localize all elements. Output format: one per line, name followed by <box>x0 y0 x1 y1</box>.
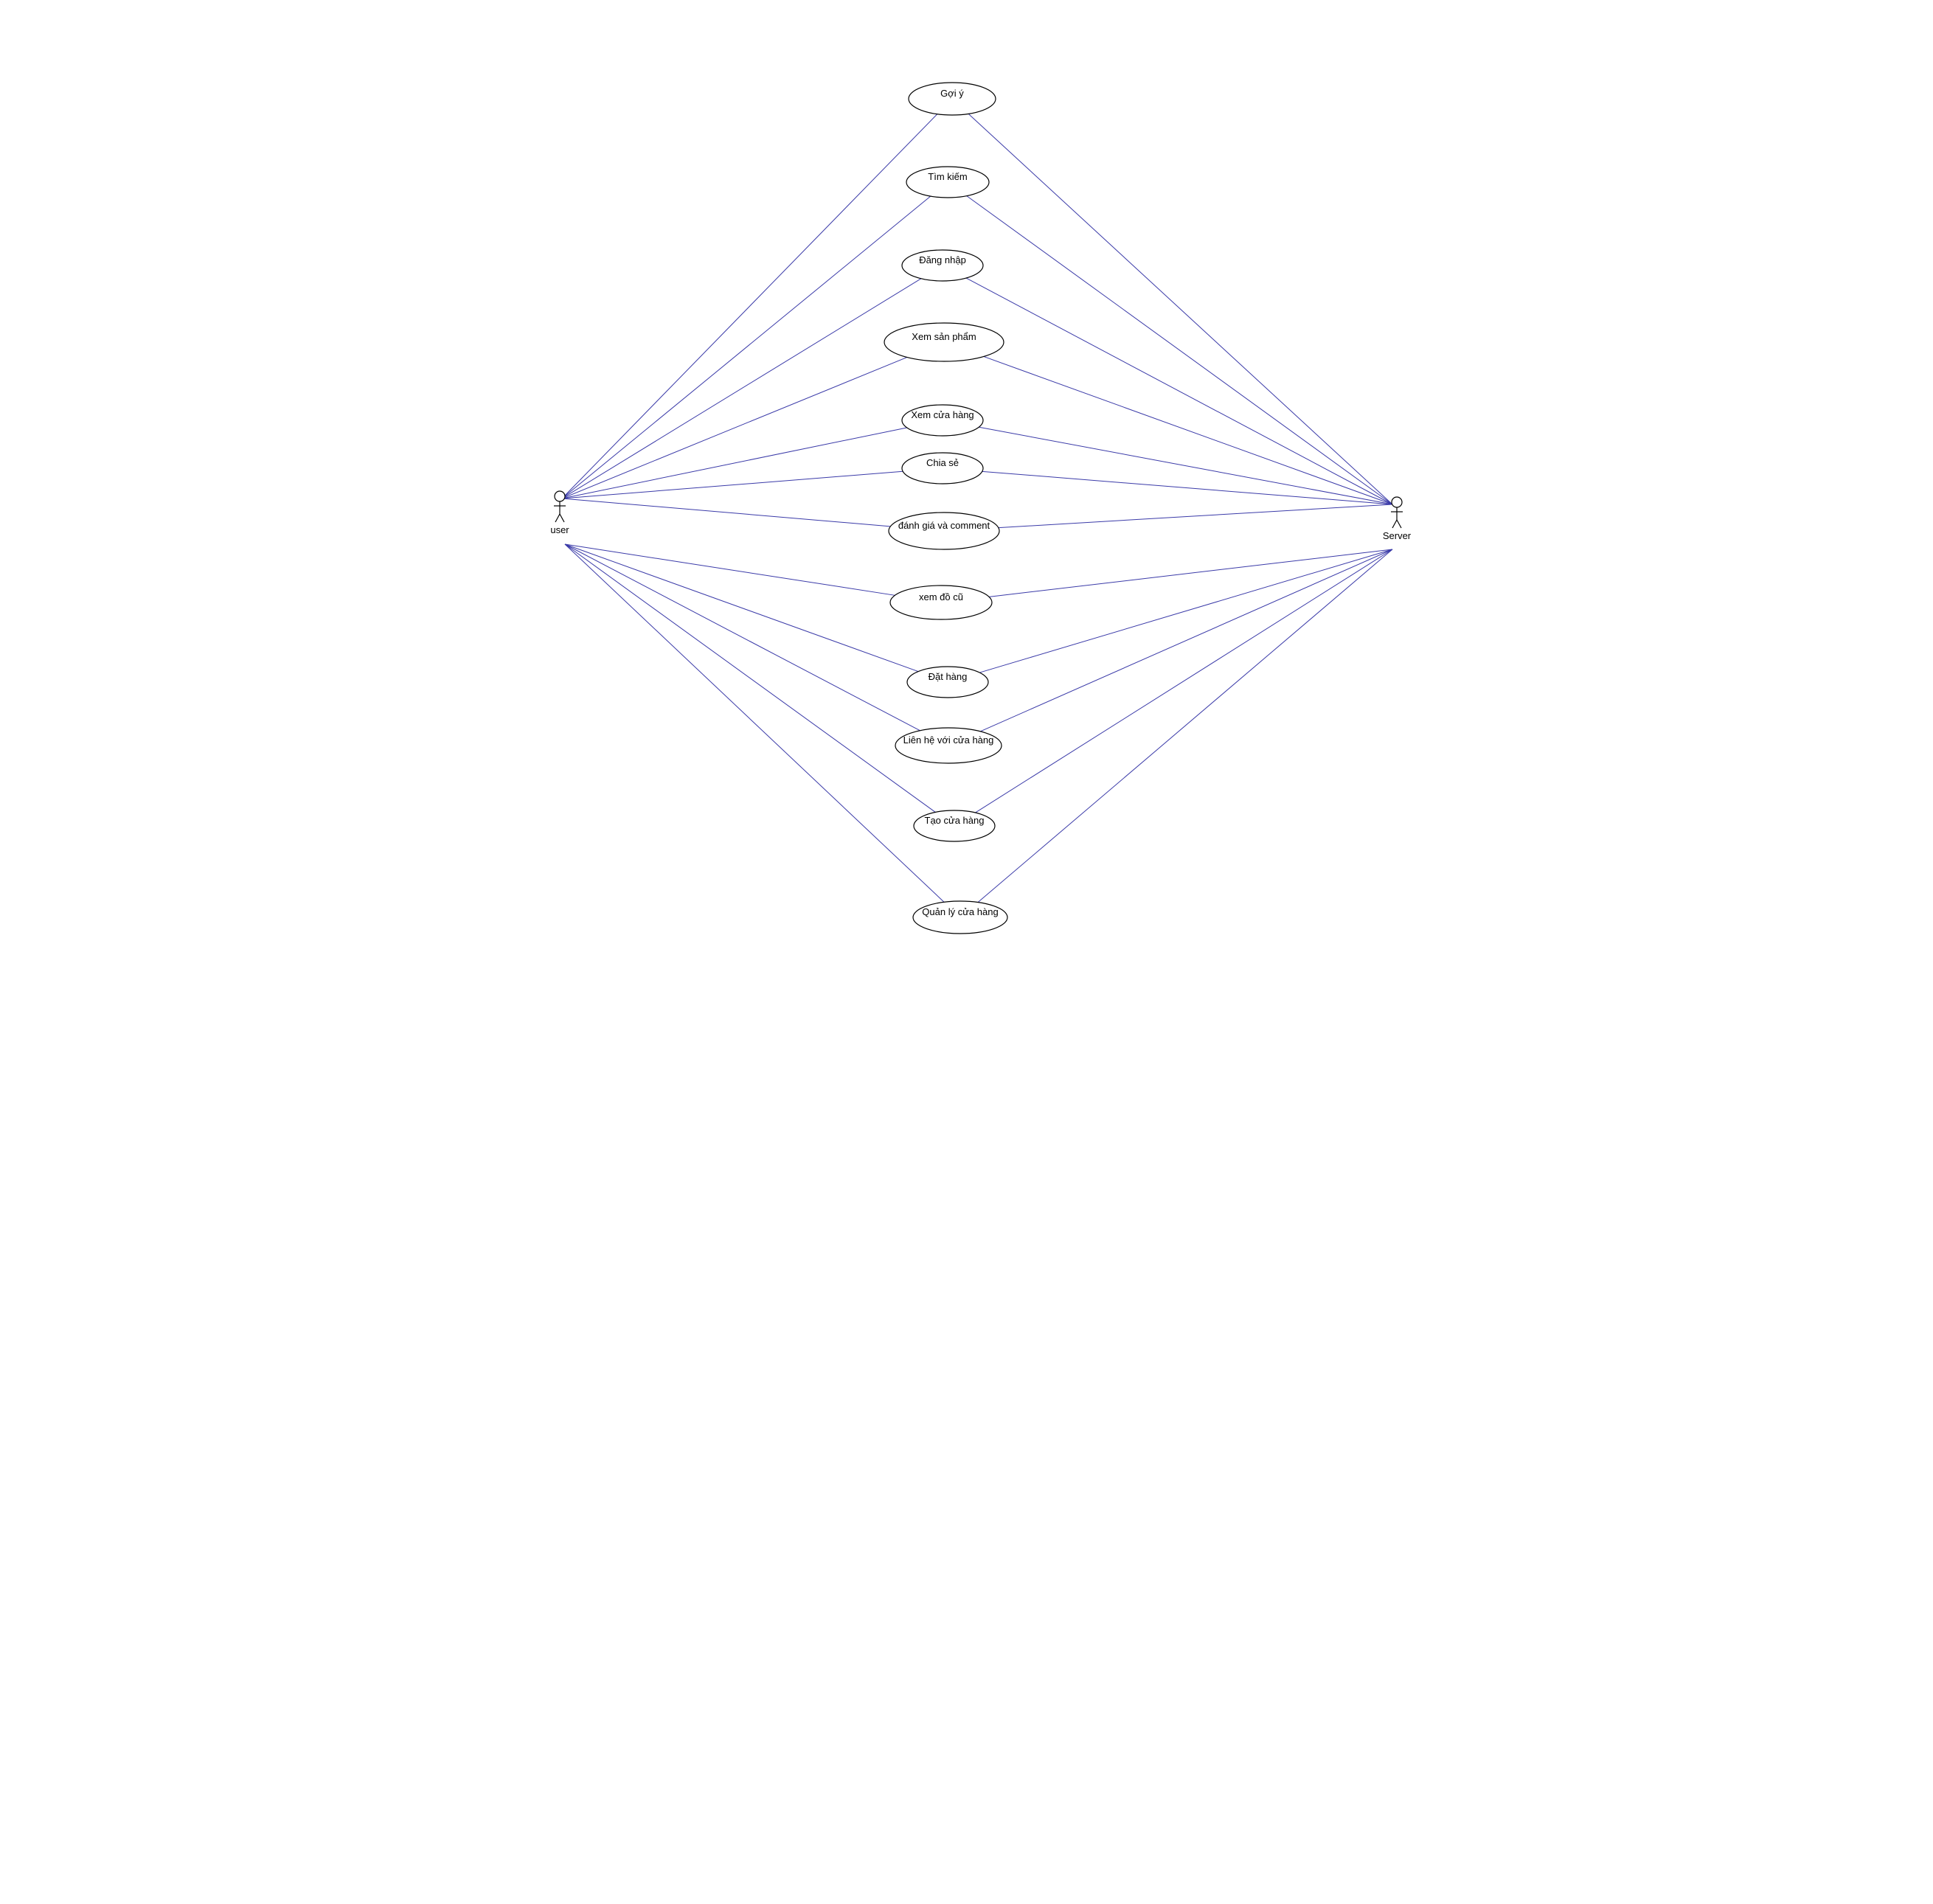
actor-user[interactable]: user <box>550 490 569 535</box>
use-case-xem-do-cu[interactable]: xem đồ cũ <box>889 585 993 620</box>
association-user-tim-kiem <box>561 195 931 499</box>
use-case-quan-ly-cua-hang[interactable]: Quản lý cửa hàng <box>912 900 1008 934</box>
association-user-xem-san-pham <box>561 356 908 499</box>
use-case-label: Đặt hàng <box>929 671 968 682</box>
use-case-label: đánh giá và comment <box>898 520 990 531</box>
use-case-ellipse <box>908 82 996 116</box>
use-case-danh-gia-comment[interactable]: đánh giá và comment <box>888 512 1000 550</box>
use-case-label: Tạo cửa hàng <box>925 815 985 826</box>
association-user-danh-gia-comment <box>561 498 891 527</box>
association-server-danh-gia-comment <box>998 504 1393 529</box>
use-case-dat-hang[interactable]: Đặt hàng <box>906 666 989 698</box>
use-case-ellipse <box>888 512 1000 550</box>
association-user-dang-nhap <box>561 278 922 499</box>
use-case-ellipse <box>906 666 989 698</box>
use-case-ellipse <box>889 585 993 620</box>
use-case-xem-cua-hang[interactable]: Xem cửa hàng <box>901 404 984 437</box>
use-case-label: Xem sản phẩm <box>912 331 976 342</box>
use-case-ellipse <box>912 900 1008 934</box>
association-user-dat-hang <box>564 543 919 673</box>
use-case-label: Chia sẻ <box>926 457 959 468</box>
use-case-goi-y[interactable]: Gợi ý <box>908 82 996 116</box>
association-user-lien-he-cua-hang <box>564 543 920 732</box>
association-user-goi-y <box>561 114 938 499</box>
use-case-ellipse <box>913 810 996 842</box>
use-case-label: Quản lý cửa hàng <box>922 906 998 917</box>
association-server-xem-do-cu <box>989 549 1393 597</box>
use-case-ellipse <box>901 452 984 484</box>
use-case-ellipse <box>895 727 1002 764</box>
use-case-label: Xem cửa hàng <box>911 409 974 420</box>
use-case-dang-nhap[interactable]: Đăng nhập <box>901 249 984 282</box>
stick-figure-icon <box>1391 496 1403 529</box>
use-case-tao-cua-hang[interactable]: Tạo cửa hàng <box>913 810 996 842</box>
association-server-goi-y <box>968 114 1393 505</box>
actor-label: Server <box>1383 530 1412 541</box>
association-server-quan-ly-cua-hang <box>977 549 1393 903</box>
use-case-lien-he-cua-hang[interactable]: Liên hệ với cửa hàng <box>895 727 1002 764</box>
association-server-xem-cua-hang <box>979 426 1393 505</box>
use-case-ellipse <box>901 249 984 282</box>
association-user-tao-cua-hang <box>564 543 936 813</box>
association-server-xem-san-pham <box>983 355 1393 505</box>
association-user-xem-cua-hang <box>561 427 907 499</box>
associations-layer <box>561 114 1393 903</box>
use-case-label: xem đồ cũ <box>919 591 963 602</box>
use-case-tim-kiem[interactable]: Tìm kiếm <box>906 166 990 198</box>
use-case-xem-san-pham[interactable]: Xem sản phẩm <box>884 322 1004 362</box>
use-case-ellipse <box>901 404 984 437</box>
association-server-tao-cua-hang <box>975 549 1393 813</box>
use-case-ellipse <box>884 322 1004 362</box>
association-server-dang-nhap <box>965 277 1393 505</box>
actor-label: user <box>550 524 569 535</box>
association-user-xem-do-cu <box>564 543 895 596</box>
stick-figure-icon <box>554 490 566 523</box>
association-server-tim-kiem <box>966 195 1393 505</box>
use-case-ellipse <box>906 166 990 198</box>
use-case-label: Tìm kiếm <box>928 171 967 182</box>
association-user-quan-ly-cua-hang <box>564 543 945 903</box>
use-case-chia-se[interactable]: Chia sẻ <box>901 452 984 484</box>
use-case-label: Đăng nhập <box>919 254 966 265</box>
use-case-label: Gợi ý <box>940 88 964 99</box>
association-server-lien-he-cua-hang <box>980 549 1393 732</box>
association-server-chia-se <box>982 470 1393 505</box>
use-case-label: Liên hệ với cửa hàng <box>903 734 994 746</box>
association-user-chia-se <box>561 470 903 499</box>
association-server-dat-hang <box>979 549 1393 673</box>
actor-server[interactable]: Server <box>1383 496 1412 541</box>
